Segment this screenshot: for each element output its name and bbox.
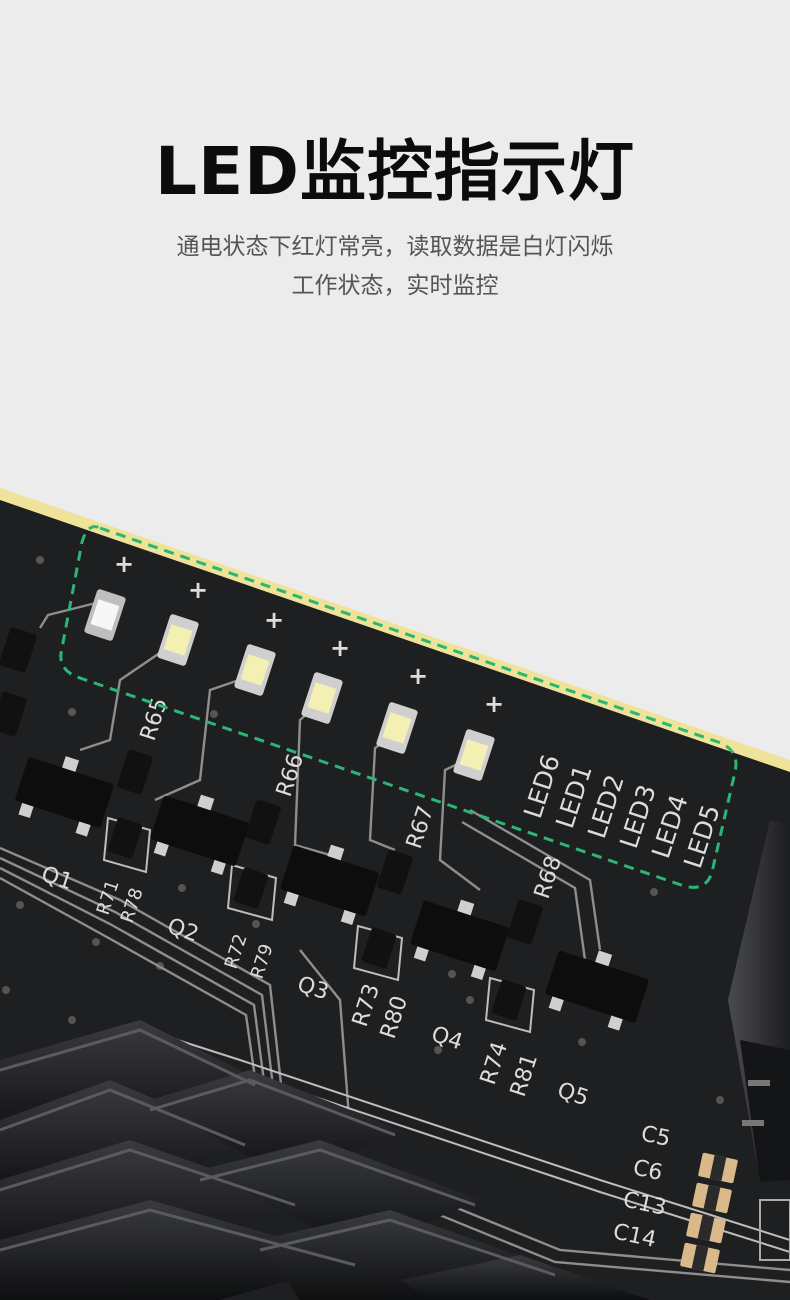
label-c5: C5 [639,1121,673,1152]
page-title: LED监控指示灯 [155,133,635,210]
subtitle-line-2: 工作状态，实时监控 [291,273,499,299]
pcb-svg: + + + + + + LED6 LED1 LED2 LED3 LED4 LED… [0,488,790,1300]
led-yellow [376,702,418,754]
transistors [15,756,649,1031]
resistors [0,627,543,1021]
plus-sign: + [114,550,134,578]
side-connector [728,820,790,1261]
led-row [84,589,495,781]
led-highlight-box [59,525,738,889]
plus-sign: + [188,576,208,604]
led-polarity-marks: + + + + + + [114,550,504,718]
pcb-board-illustration: + + + + + + LED6 LED1 LED2 LED3 LED4 LED… [0,480,790,1300]
subtitle-line-1: 通电状态下红灯常亮，读取数据是白灯闪烁 [176,234,614,260]
header: LED监控指示灯 通电状态下红灯常亮，读取数据是白灯闪烁 工作状态，实时监控 [0,0,790,470]
led-yellow [234,644,276,696]
led-yellow [301,672,343,724]
led-white [84,589,126,641]
led-yellow [157,614,199,666]
plus-sign: + [330,634,350,662]
plus-sign: + [264,606,284,634]
plus-sign: + [408,662,428,690]
heatsink [0,1020,650,1300]
plus-sign: + [484,690,504,718]
label-c6: C6 [631,1155,665,1186]
capacitors [680,1152,738,1274]
led-yellow [453,729,495,781]
page-subtitle: 通电状态下红灯常亮，读取数据是白灯闪烁 工作状态，实时监控 [0,228,790,306]
